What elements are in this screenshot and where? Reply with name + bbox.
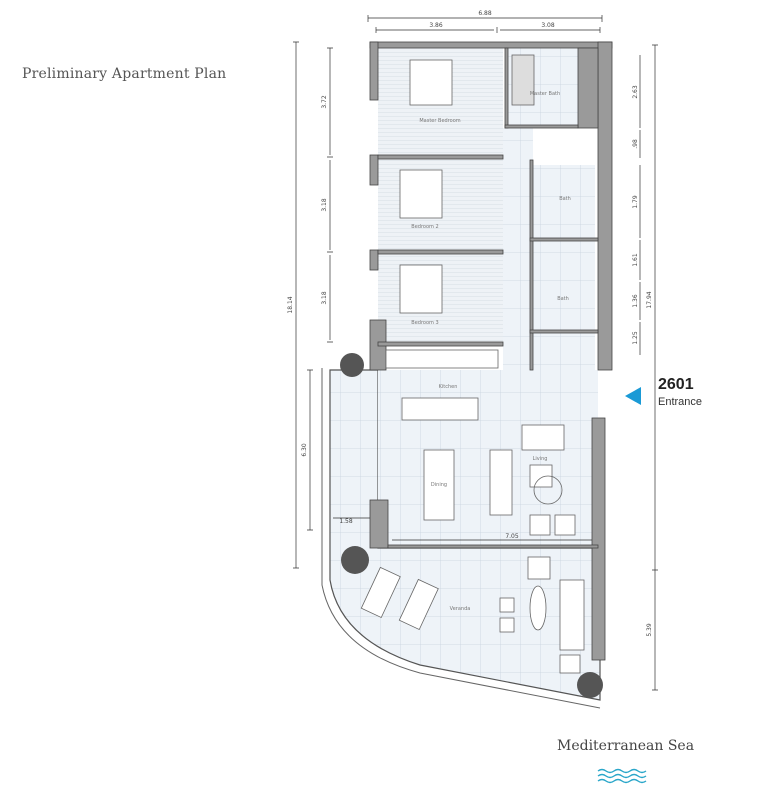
dim-right-4: 1.61	[632, 253, 639, 267]
dim-right-6: 1.25	[632, 331, 639, 345]
room-label-master-bath: Master Bath	[530, 91, 560, 97]
room-label-master-bedroom: Master Bedroom	[419, 118, 460, 124]
dim-right-2: .98	[632, 139, 639, 149]
dim-left-bed2: 3.18	[321, 198, 328, 212]
sofa-2	[521, 424, 565, 451]
dim-right-3: 1.79	[632, 195, 639, 209]
kitchen-counter	[385, 349, 499, 369]
coffee-table	[529, 464, 553, 488]
dim-left-bed3: 3.18	[321, 291, 328, 305]
room-label-kitchen: Kitchen	[439, 384, 458, 390]
dim-right-5: 1.36	[632, 294, 639, 308]
dim-right-total: 17.94	[646, 291, 653, 308]
sofa	[489, 449, 513, 516]
page-title: Preliminary Apartment Plan	[22, 66, 227, 82]
dim-right-1: 2.63	[632, 85, 639, 99]
room-label-dining: Dining	[431, 482, 447, 488]
dim-living-width: 7.05	[505, 533, 519, 540]
dim-left-living: 6.30	[301, 443, 308, 457]
plants	[340, 353, 603, 698]
veranda-railing	[321, 368, 601, 709]
plant-icon	[340, 353, 364, 377]
master-bed	[409, 59, 453, 106]
room-label-veranda: Veranda	[450, 606, 471, 612]
sea-waves-icon	[597, 768, 647, 784]
dining-table	[423, 449, 455, 521]
baths-floor	[533, 165, 595, 370]
furniture	[360, 54, 585, 674]
kitchen-island	[401, 397, 479, 421]
walls	[369, 41, 613, 661]
entrance-label: Entrance	[658, 396, 703, 408]
bed-2	[399, 169, 443, 219]
bed-3	[399, 264, 443, 314]
unit-number: 2601	[658, 376, 694, 393]
room-label-bath-1: Bath	[559, 196, 571, 202]
room-label-bedroom-2: Bedroom 2	[411, 224, 438, 230]
veranda-sofa	[559, 579, 585, 651]
dim-left-planter: 1.58	[339, 518, 353, 525]
dim-left-total: 18.14	[287, 296, 294, 313]
room-label-bath-2: Bath	[557, 296, 569, 302]
dimension-lines	[293, 15, 658, 691]
dim-top-right: 3.08	[541, 22, 555, 29]
corridor-floor	[503, 128, 533, 370]
dim-top-left: 3.86	[429, 22, 443, 29]
entrance-arrow-icon	[625, 387, 641, 405]
sea-label: Mediterranean Sea	[557, 738, 695, 754]
plant-icon	[341, 546, 369, 574]
dim-top-total: 6.88	[478, 10, 492, 17]
dim-right-veranda: 5.39	[646, 623, 653, 637]
plant-icon	[577, 672, 603, 698]
dim-left-master: 3.72	[321, 95, 328, 109]
lounger-1	[360, 566, 401, 619]
room-label-living: Living	[533, 456, 548, 462]
room-label-bedroom-3: Bedroom 3	[411, 320, 438, 326]
bathtub	[511, 54, 535, 106]
lounger-2	[398, 578, 439, 631]
